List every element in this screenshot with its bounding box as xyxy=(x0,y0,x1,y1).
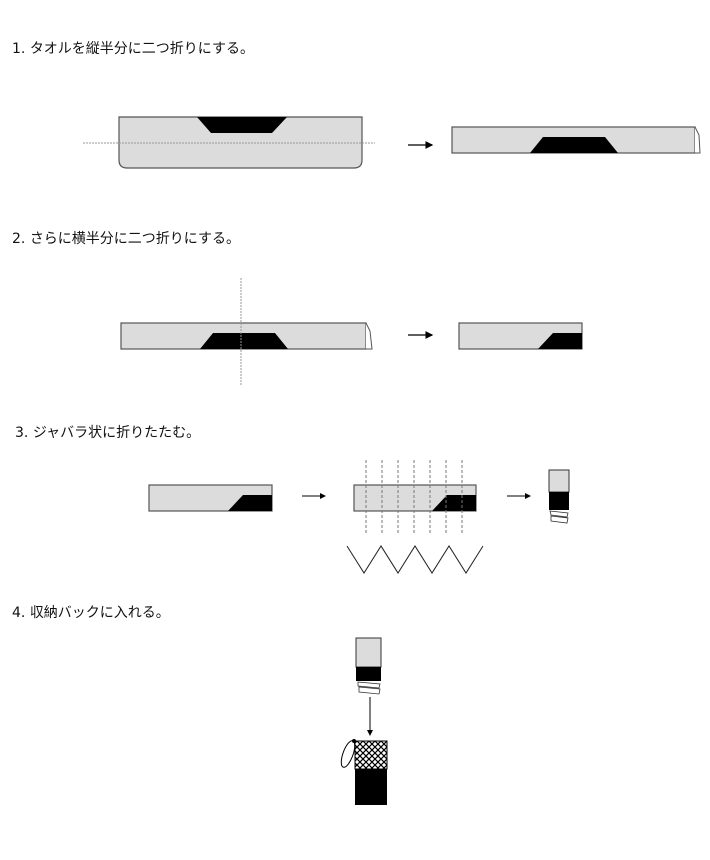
towel-folded-pack xyxy=(548,469,570,524)
step-2-title: 2. さらに横半分に二つ折りにする。 xyxy=(12,231,240,247)
towel-strip xyxy=(120,322,373,350)
towel-accordion-lines xyxy=(353,460,477,535)
towel-half xyxy=(148,484,273,512)
step-3-title: 3. ジャバラ状に折りたたむ。 xyxy=(15,425,201,441)
towel-folded-pack xyxy=(355,637,382,695)
zigzag-fold xyxy=(346,545,484,574)
storage-bag xyxy=(340,739,388,805)
towel-half xyxy=(458,322,583,350)
step-1-title: 1. タオルを縦半分に二つ折りにする。 xyxy=(12,41,254,57)
step-4-title: 4. 収納バックに入れる。 xyxy=(12,605,170,621)
towel-folded-lengthwise xyxy=(451,126,701,154)
